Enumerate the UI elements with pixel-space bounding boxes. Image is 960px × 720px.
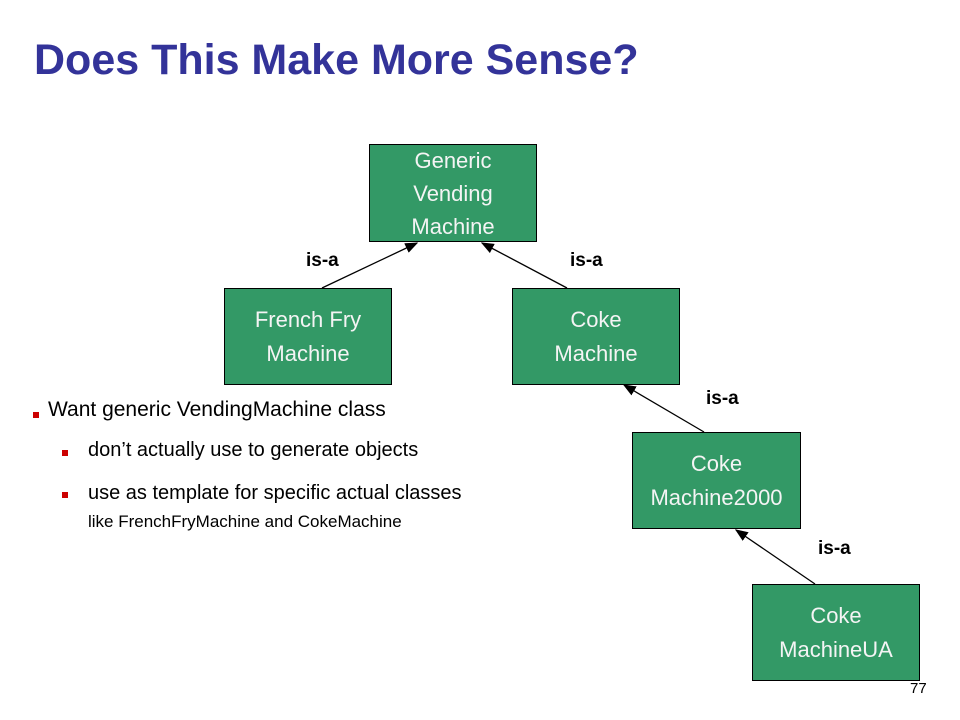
is-a-label: is-a — [706, 388, 739, 409]
is-a-label: is-a — [306, 250, 339, 271]
bullet-square-icon — [62, 492, 68, 498]
bullet-square-icon — [33, 412, 39, 418]
arrow-coke-to-generic — [480, 242, 568, 289]
generic-vending-machine-box: Generic Vending Machine — [369, 144, 537, 242]
is-a-label: is-a — [818, 538, 851, 559]
bullet-sub-continuation: like FrenchFryMachine and CokeMachine — [88, 512, 402, 531]
slide-title: Does This Make More Sense? — [34, 36, 639, 84]
is-a-label: is-a — [570, 250, 603, 271]
arrow-coke2000-to-coke — [622, 384, 705, 433]
bullet-sub: use as template for specific actual clas… — [88, 482, 462, 504]
bullet-main: Want generic VendingMachine class — [48, 398, 386, 421]
arrow-fry-to-generic — [321, 242, 419, 289]
coke-machineua-box: Coke MachineUA — [752, 584, 920, 681]
arrow-cokeua-to-coke2000 — [734, 529, 816, 585]
bullet-sub: don’t actually use to generate objects — [88, 439, 419, 461]
french-fry-machine-box: French Fry Machine — [224, 288, 392, 385]
coke-machine2000-box: Coke Machine2000 — [632, 432, 801, 529]
page-number: 77 — [910, 680, 927, 697]
bullet-square-icon — [62, 450, 68, 456]
coke-machine-box: Coke Machine — [512, 288, 680, 385]
